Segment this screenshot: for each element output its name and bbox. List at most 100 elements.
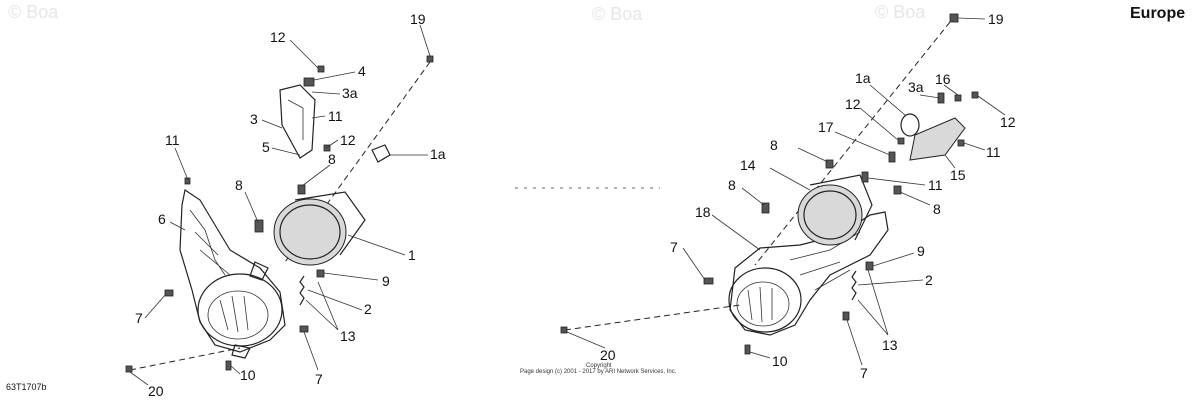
r-callout-13: 13 — [882, 337, 898, 353]
r-callout-9: 9 — [917, 243, 925, 259]
copyright-line1: Copyright — [586, 363, 612, 369]
leader-7-right-b — [846, 319, 863, 366]
bracket-17 — [888, 151, 896, 163]
bracket-3-detail — [287, 99, 304, 140]
figure-code: 63T1707b — [6, 382, 47, 392]
right-lower-bowl-outer — [728, 267, 802, 333]
clip-11-right — [861, 171, 869, 183]
r-callout-2: 2 — [925, 272, 933, 288]
r-callout-11-b: 11 — [986, 144, 1001, 160]
left-assembly — [125, 24, 434, 386]
leader-3-left — [261, 119, 283, 129]
leader-8-right-top — [797, 147, 829, 163]
screw-19 — [426, 55, 434, 63]
leader-9-right — [872, 252, 915, 267]
leader-3a-right — [919, 94, 941, 99]
leader-15 — [944, 154, 956, 169]
callout-3a: 3a — [342, 85, 358, 101]
watermark-2: © Boa — [592, 4, 643, 24]
leader-8-right — [899, 191, 931, 206]
bulb-1a-right — [900, 113, 920, 137]
screw-12-top — [317, 65, 325, 73]
clip-8-upper — [297, 184, 306, 195]
lower-bowl-inner — [207, 290, 269, 340]
r-callout-15: 15 — [950, 167, 966, 183]
leader-10-left — [230, 365, 241, 375]
leader-12-left-mid — [325, 139, 339, 149]
screw-7-right-b — [842, 311, 850, 321]
r-callout-14: 14 — [740, 157, 756, 173]
leader-3a-left — [311, 91, 341, 95]
region-label: Europe — [1130, 5, 1185, 22]
leader-8-left-top — [301, 164, 331, 187]
screw-7-left — [164, 289, 174, 297]
callout-11-left: 11 — [165, 132, 180, 148]
callout-12-mid: 12 — [340, 132, 356, 148]
callout-5: 5 — [262, 139, 270, 155]
right-bowl-ribs — [747, 286, 773, 323]
r-callout-12-mid: 12 — [845, 96, 861, 112]
right-assembly — [515, 13, 1006, 366]
screw-12-mid — [323, 144, 331, 152]
r-callout-19: 19 — [988, 11, 1004, 27]
leader-12-left-top — [289, 39, 319, 69]
leader-8-left-mid — [244, 191, 259, 223]
headlight-14-body — [809, 174, 873, 241]
callout-1: 1 — [408, 247, 416, 263]
leader-11-left-top — [311, 115, 326, 119]
screw-12-right-mid — [897, 137, 905, 145]
left-callouts: 19 12 4 3a 11 3 12 5 1a 8 11 8 6 1 9 2 1… — [135, 11, 446, 399]
screw-7-right-a — [703, 277, 714, 285]
r-callout-10: 10 — [772, 353, 788, 369]
watermark-1: © Boa — [8, 2, 59, 22]
leader-4-left — [313, 71, 356, 81]
housing-frame-ribs — [189, 209, 231, 276]
callout-13: 13 — [340, 328, 356, 344]
screw-12-right — [971, 91, 979, 99]
screw-11-right — [957, 139, 965, 147]
callout-7-left: 7 — [135, 310, 143, 326]
housing-frame-6 — [179, 189, 286, 353]
clip-8-right — [893, 185, 902, 195]
leader-8-right-left — [741, 187, 765, 206]
callout-20: 20 — [148, 383, 164, 399]
leader-13-right — [857, 269, 889, 336]
leader-14 — [769, 167, 811, 191]
headlight-body — [294, 191, 366, 256]
right-axis-line — [754, 21, 951, 266]
lower-tab — [231, 344, 251, 359]
leader-20-right — [566, 331, 606, 349]
leader-12-right — [977, 95, 1006, 116]
leader-6-left — [169, 221, 186, 231]
left-bottom-dash — [129, 347, 241, 371]
screw-19-right — [949, 13, 959, 23]
callout-2: 2 — [364, 301, 372, 317]
leader-2-right — [857, 279, 924, 286]
r-callout-17: 17 — [818, 119, 834, 135]
right-callouts: 19 1a 16 3a 12 12 17 11 8 15 14 11 8 8 1… — [600, 11, 1016, 381]
r-callout-18: 18 — [695, 204, 711, 220]
screw-20-left — [125, 365, 133, 373]
r-callout-3a: 3a — [908, 79, 924, 95]
clip-8-right-left — [761, 202, 770, 214]
leader-7-right-a — [682, 247, 706, 281]
headlight-lens-14 — [797, 184, 863, 246]
leader-13-left — [305, 281, 339, 331]
clip-16 — [954, 94, 962, 102]
leader-12-right-mid — [859, 107, 899, 141]
leader-5-left — [271, 147, 301, 156]
leader-7-left — [144, 293, 167, 319]
right-bottom-dash — [564, 304, 741, 331]
r-callout-7-b: 7 — [860, 365, 868, 381]
callout-7-right: 7 — [315, 371, 323, 387]
bracket-3 — [279, 84, 316, 159]
callout-9: 9 — [382, 273, 390, 289]
shield-15 — [909, 117, 966, 161]
mount-tab — [249, 261, 269, 281]
callout-4: 4 — [358, 63, 366, 79]
r-callout-11: 11 — [928, 177, 943, 193]
callout-12: 12 — [270, 29, 286, 45]
callout-3: 3 — [250, 111, 258, 127]
callout-1a: 1a — [430, 146, 446, 162]
r-callout-8-left: 8 — [728, 177, 736, 193]
